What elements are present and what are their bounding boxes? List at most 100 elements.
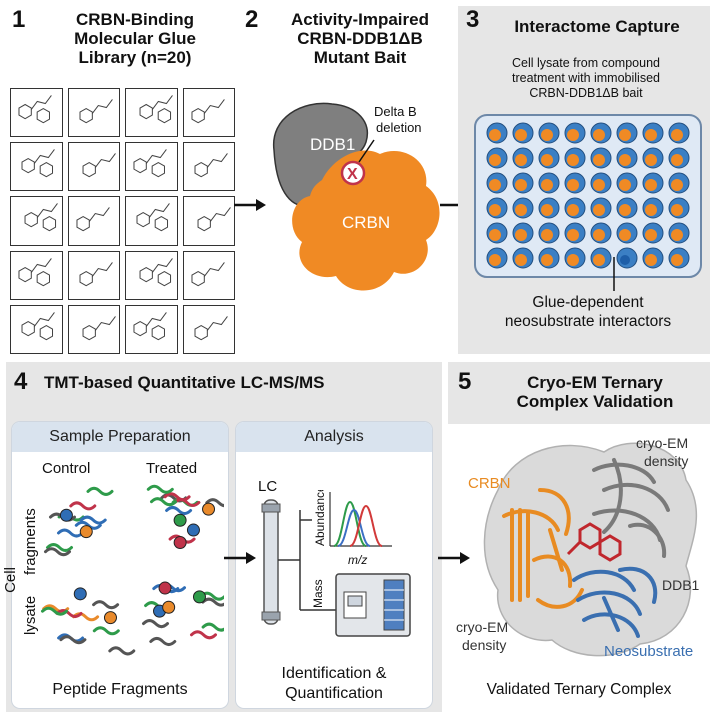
peptide-fragment xyxy=(205,498,224,508)
panel-2-title-line-3: Mutant Bait xyxy=(313,48,407,67)
molecule-structure-icon xyxy=(125,250,178,300)
side-label: Cell lysate fragments xyxy=(1,508,41,635)
peak-red xyxy=(349,504,383,547)
tmt-tag xyxy=(186,523,200,537)
tmt-tag xyxy=(103,611,117,625)
molecule-structure-icon xyxy=(10,196,63,246)
panel-5-title-line-1: Cryo-EM Ternary xyxy=(527,373,663,392)
delta-label-2: deletion xyxy=(376,120,422,135)
lc-label: LC xyxy=(258,478,278,495)
treated-label: Treated xyxy=(146,460,198,477)
arrow-1-to-2 xyxy=(234,199,266,211)
control-label: Control xyxy=(42,460,91,477)
ternary-complex-caption: Validated Ternary Complex xyxy=(486,681,672,698)
peptide-fragment xyxy=(173,498,201,507)
tmt-tag xyxy=(79,525,93,539)
result-line-1: Glue-dependent xyxy=(532,294,644,311)
panel-1-title-line-3: Library (n=20) xyxy=(78,48,192,67)
tmt-tag xyxy=(162,600,176,614)
tmt-tag xyxy=(73,587,87,601)
panel-5-number: 5 xyxy=(458,368,472,395)
bait-illustration: DDB1 CRBN X Delta B deletion xyxy=(273,102,440,291)
peptide-fragment xyxy=(150,497,177,507)
crbn-structure-label: CRBN xyxy=(468,475,511,492)
density-envelope xyxy=(483,442,698,657)
panel-3-result: Glue-dependent neosubstrate interactors xyxy=(470,293,706,331)
deletion-marker xyxy=(340,160,366,186)
panel-2-title: Activity-Impaired CRBN-DDB1ΔB Mutant Bai… xyxy=(265,10,455,67)
panel-2-number: 2 xyxy=(245,6,259,33)
identification-line-2: Quantification xyxy=(285,685,383,702)
peptide-fragment xyxy=(55,609,83,618)
molecule-structure-icon xyxy=(182,196,235,246)
molecule-structure-icon xyxy=(182,304,235,354)
peptide-fragment xyxy=(146,484,174,494)
molecule-structure-icon xyxy=(10,142,63,192)
mass-spectrometer-icon xyxy=(335,573,411,637)
density-bottom-label-2: density xyxy=(462,637,506,653)
panel-2-title-line-2: CRBN-DDB1ΔB xyxy=(297,29,423,48)
peptide-fragment xyxy=(69,501,97,511)
molecule-structure-icon xyxy=(67,142,120,192)
identification-label: Identification & Quantification xyxy=(236,664,432,704)
neosubstrate-label: Neosubstrate xyxy=(604,643,693,660)
analysis-header: Analysis xyxy=(236,422,432,452)
molecule-structure-icon xyxy=(125,304,178,354)
panel-3-number: 3 xyxy=(466,6,480,33)
identification-line-1: Identification & xyxy=(281,665,387,682)
panel-5-title-line-2: Complex Validation xyxy=(516,392,674,411)
peptide-fragment xyxy=(92,600,120,610)
peptide-fragment xyxy=(79,515,107,525)
ternary-complex: CRBN cryo-EM density DDB1 cryo-EM densit… xyxy=(456,435,700,660)
peak-green xyxy=(333,500,367,547)
peptide-fragment xyxy=(59,635,87,645)
caption-line-2: treatment with immobilised xyxy=(512,71,660,85)
molecule-structure-icon xyxy=(182,142,235,192)
molecule-structure-icon xyxy=(125,196,178,246)
peptide-fragment xyxy=(201,622,224,632)
peptide-fragment xyxy=(201,597,224,607)
panel-1-title-line-1: CRBN-Binding xyxy=(75,10,195,29)
result-line-2: neosubstrate interactors xyxy=(504,313,672,330)
tmt-tag xyxy=(158,581,172,595)
lc-column-icon xyxy=(263,499,279,625)
peptide-fragment xyxy=(74,520,102,530)
peptide-fragment xyxy=(142,619,169,629)
panel-2-title-line-1: Activity-Impaired xyxy=(291,10,429,29)
molecule-structure-icon xyxy=(67,250,120,300)
panel-3-title: Interactome Capture xyxy=(514,17,680,36)
tmt-tag xyxy=(173,535,187,549)
peptide-fragment xyxy=(149,637,177,646)
molecule-structure-icon xyxy=(125,88,178,138)
glue-molecule xyxy=(566,522,622,562)
panel-5-title: Cryo-EM Ternary Complex Validation xyxy=(480,373,710,411)
panel-1-title: CRBN-Binding Molecular Glue Library (n=2… xyxy=(40,10,230,67)
sample-preparation-header: Sample Preparation xyxy=(12,422,228,452)
molecule-structure-icon xyxy=(10,250,63,300)
side-label-1: Cell lysate xyxy=(2,567,39,635)
density-top-label-1: cryo-EM xyxy=(636,435,688,451)
tmt-tag xyxy=(202,502,216,516)
lc-ms-instrument: Abundance m/z Mass xyxy=(261,490,411,637)
peptide-fragment xyxy=(57,528,84,538)
molecule-structure-icon xyxy=(10,304,63,354)
panel-5-title-background xyxy=(448,362,710,424)
density-bottom-label-1: cryo-EM xyxy=(456,619,508,635)
molecule-structure-icon xyxy=(182,88,235,138)
peptide-fragment xyxy=(86,486,114,496)
peptide-fragment xyxy=(165,506,193,515)
tmt-tag xyxy=(59,508,73,522)
caption-line-1: Cell lysate from compound xyxy=(512,56,660,70)
deletion-x-icon: X xyxy=(347,166,358,183)
molecule-structure-icon xyxy=(67,304,120,354)
peptide-fragment xyxy=(190,630,217,640)
ddb1-structure-label: DDB1 xyxy=(662,577,700,593)
molecule-structure-icon xyxy=(10,88,63,138)
peptide-fragment xyxy=(41,606,68,616)
peptide-fragment xyxy=(108,646,136,656)
panel-1-number: 1 xyxy=(12,6,26,33)
peak-blue xyxy=(337,508,371,547)
crbn-label: CRBN xyxy=(342,213,390,232)
molecule-structure-icon xyxy=(67,88,120,138)
arrow-4-to-5-inner xyxy=(224,552,256,564)
